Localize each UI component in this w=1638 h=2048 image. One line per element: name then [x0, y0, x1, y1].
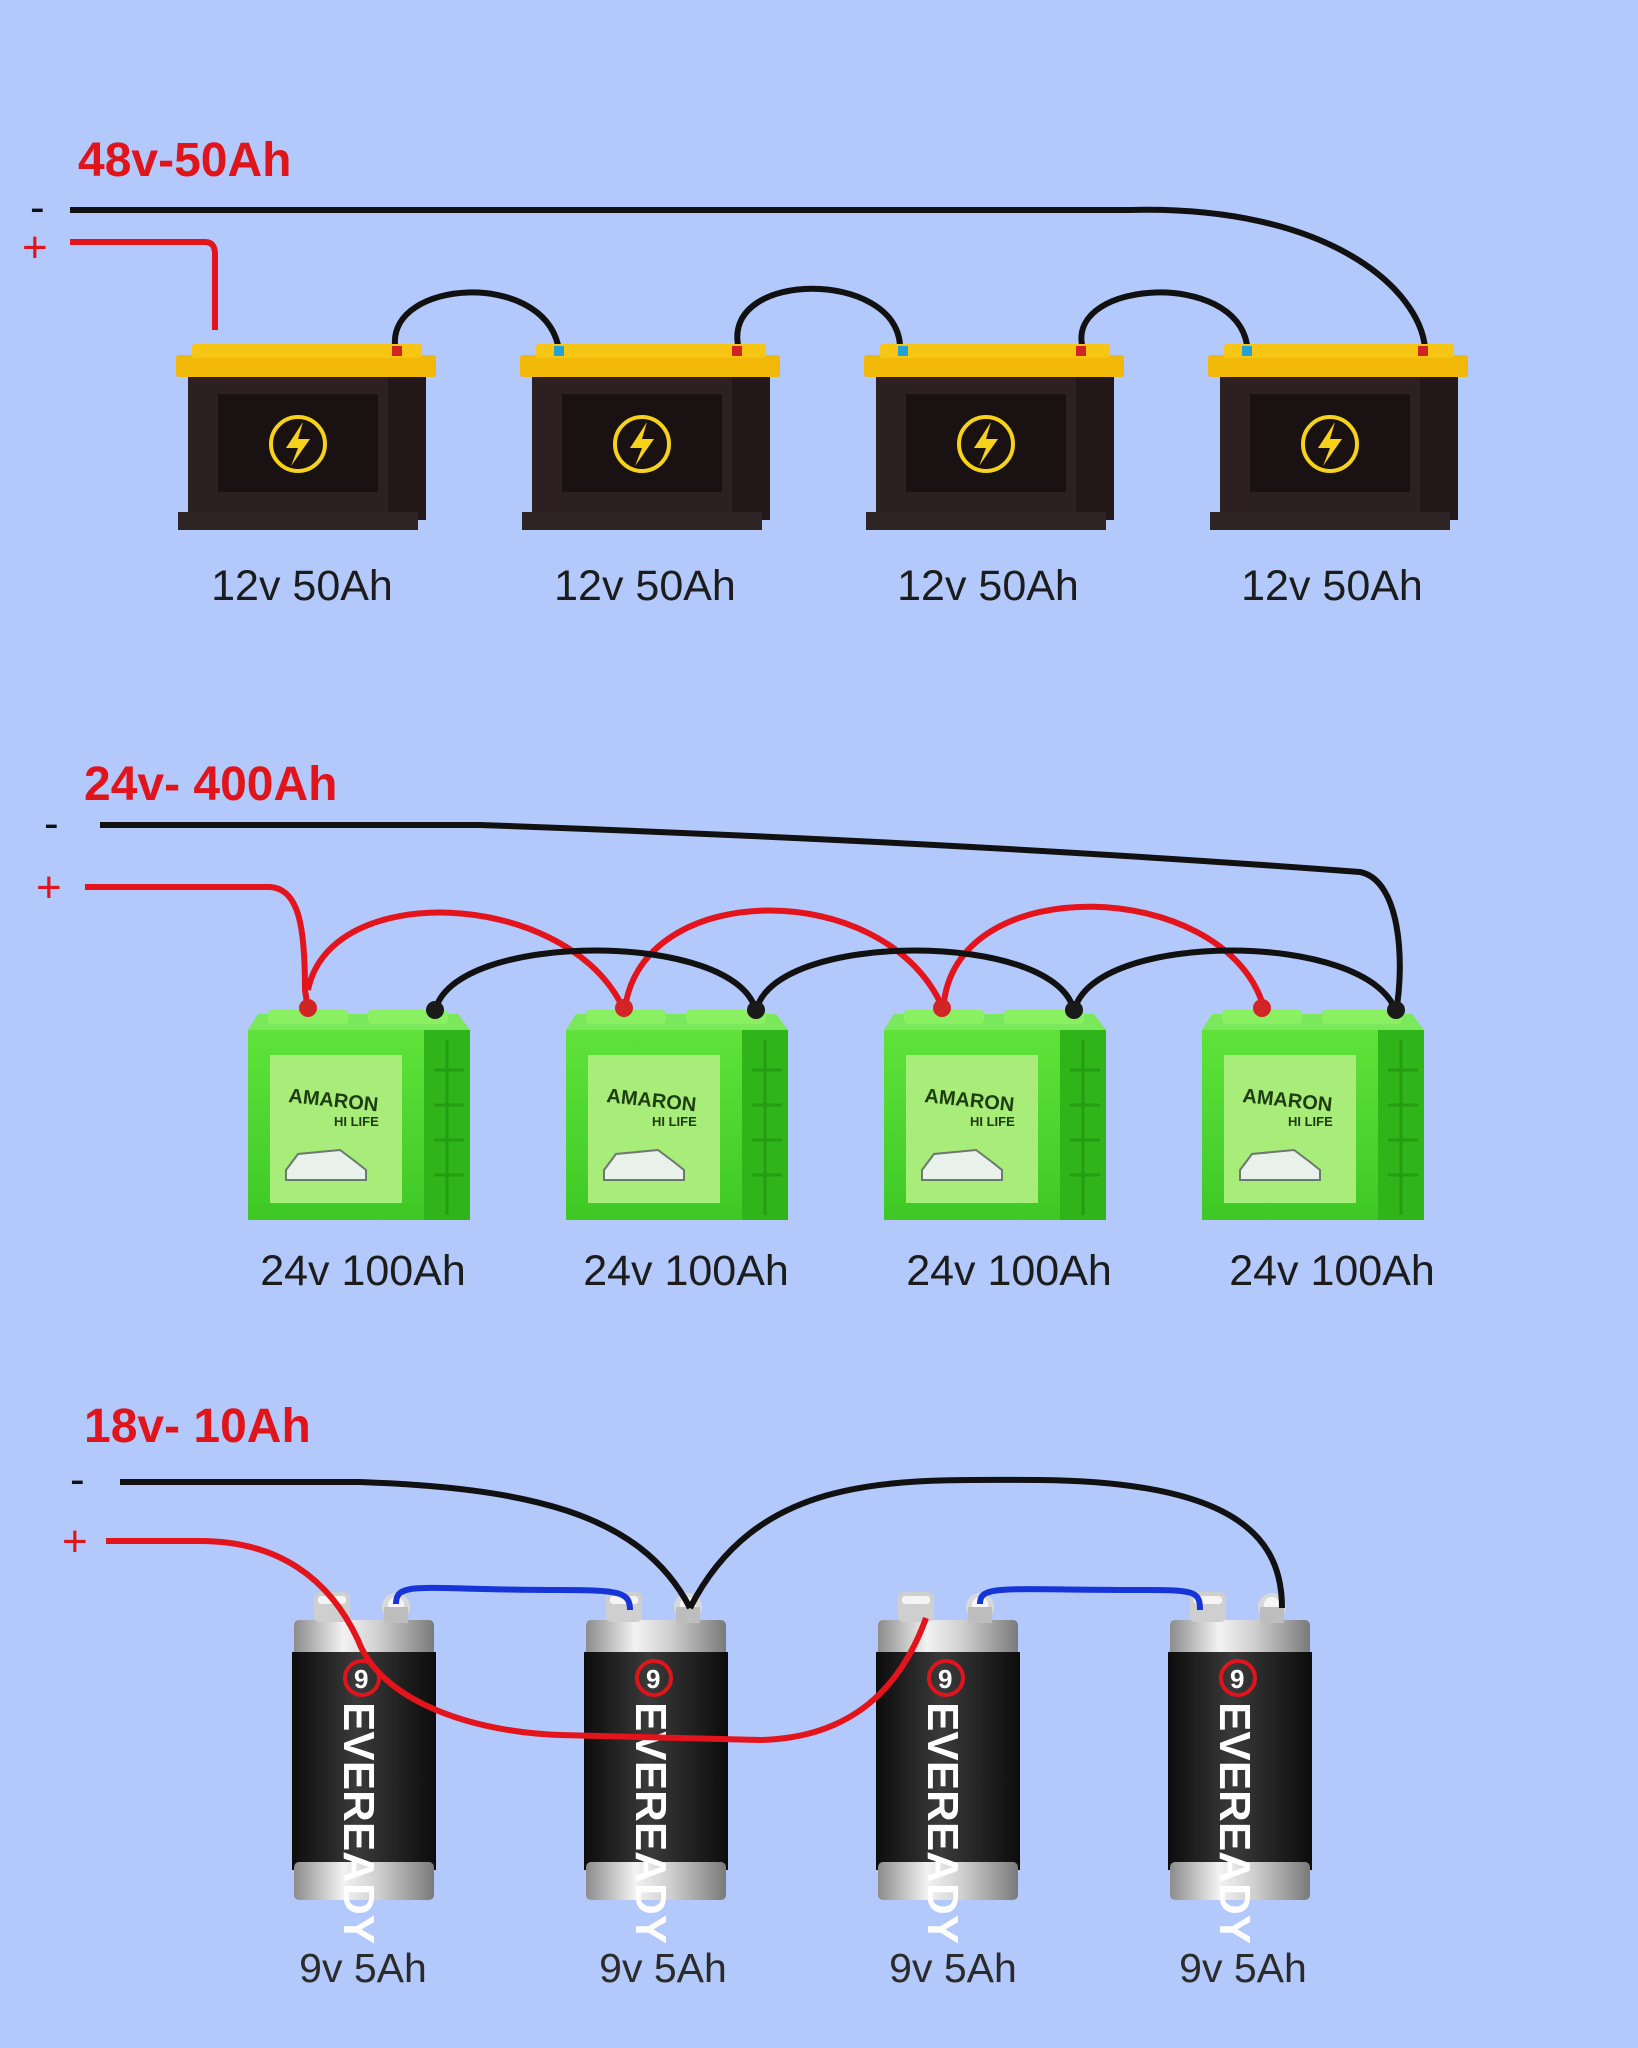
battery-badge: 9 [1230, 1664, 1244, 1694]
negative-terminal [1242, 346, 1252, 356]
brand-label: EVEREADY [918, 1702, 967, 1944]
sub-brand-label: HI LIFE [334, 1114, 379, 1129]
battery-label: 12v 50Ah [554, 562, 736, 610]
positive-terminal [1253, 999, 1271, 1017]
red-swirl-icon [1219, 1659, 1257, 1697]
lead-acid-battery [518, 342, 782, 532]
red-swirl-icon [927, 1659, 965, 1697]
battery-label: 9v 5Ah [889, 1945, 1017, 1991]
car-image [285, 1148, 367, 1181]
battery-label: 9v 5Ah [1179, 1945, 1307, 1991]
battery-label: 9v 5Ah [599, 1945, 727, 1991]
nine-volt-battery: 9 EVEREADY [292, 1592, 436, 1944]
battery-label: 9v 5Ah [299, 1945, 427, 1991]
plus-sign: + [62, 1517, 88, 1566]
section-48v: 48v-50Ah - + 12v 50Ah 12v 50A [22, 134, 1470, 610]
nine-volt-battery: 9 EVEREADY [876, 1592, 1020, 1944]
section-48v-title: 48v-50Ah [78, 134, 291, 187]
nine-volt-battery: 9 EVEREADY [1168, 1592, 1312, 1944]
positive-terminal [1418, 346, 1428, 356]
sub-brand-label: HI LIFE [970, 1114, 1015, 1129]
positive-terminal [732, 346, 742, 356]
plus-sign: + [36, 863, 62, 912]
red-swirl-icon [635, 1659, 673, 1697]
battery-label: 12v 50Ah [897, 562, 1079, 610]
minus-sign: - [70, 1455, 85, 1504]
positive-wire [85, 884, 311, 1011]
section-18v: 18v- 10Ah - + 9 EVEREADY 9 EVEREADY 9 EV… [62, 1400, 1312, 1991]
jumper-wire [1078, 289, 1250, 346]
minus-sign: - [44, 799, 59, 848]
negative-terminal [1065, 1001, 1083, 1019]
positive-terminal [615, 999, 633, 1017]
negative-terminal [554, 346, 564, 356]
blue-link-wire [393, 1584, 633, 1611]
brand-label: EVEREADY [626, 1702, 675, 1944]
car-image [1239, 1148, 1321, 1181]
negative-terminal [426, 1001, 444, 1019]
blue-link-wire [977, 1586, 1203, 1611]
negative-link-wire [687, 1476, 1285, 1610]
amaron-battery: AMARON HI LIFE [246, 1008, 472, 1222]
positive-terminal [933, 999, 951, 1017]
negative-wire [100, 822, 1403, 1013]
amaron-battery: AMARON HI LIFE [564, 1008, 790, 1222]
positive-link-wire [305, 909, 623, 1004]
battery-badge: 9 [354, 1664, 368, 1694]
negative-link-wire [432, 947, 759, 1013]
section-24v-title: 24v- 400Ah [84, 758, 337, 811]
positive-wire [106, 1538, 929, 1744]
brand-label: EVEREADY [1210, 1702, 1259, 1944]
negative-link-wire [1071, 947, 1399, 1014]
lead-acid-battery [174, 342, 438, 532]
negative-wire [70, 206, 1428, 349]
negative-terminal [1387, 1001, 1405, 1019]
section-24v: 24v- 400Ah - + AMARON HI LIFE AMARON HI … [36, 758, 1435, 1295]
battery-label: 12v 50Ah [211, 562, 393, 610]
positive-link-wire [623, 907, 943, 1004]
sub-brand-label: HI LIFE [652, 1114, 697, 1129]
battery-label: 24v 100Ah [1229, 1247, 1435, 1295]
battery-label: 24v 100Ah [583, 1247, 789, 1295]
battery-badge: 9 [938, 1664, 952, 1694]
negative-wire [120, 1479, 693, 1610]
amaron-battery: AMARON HI LIFE [1200, 1008, 1426, 1222]
nine-volt-battery: 9 EVEREADY [584, 1592, 728, 1944]
red-swirl-icon [343, 1659, 381, 1697]
positive-terminal [1076, 346, 1086, 356]
car-image [603, 1148, 685, 1181]
section-18v-title: 18v- 10Ah [84, 1400, 311, 1453]
battery-label: 12v 50Ah [1241, 562, 1423, 610]
negative-terminal [898, 346, 908, 356]
negative-terminal [747, 1001, 765, 1019]
lead-acid-battery [862, 342, 1126, 532]
battery-label: 24v 100Ah [906, 1247, 1112, 1295]
positive-link-wire [941, 903, 1265, 1003]
plus-sign: + [22, 223, 48, 272]
car-image [921, 1148, 1003, 1181]
battery-label: 24v 100Ah [260, 1247, 466, 1295]
minus-sign: - [30, 183, 45, 232]
brand-label: EVEREADY [334, 1702, 383, 1944]
amaron-battery: AMARON HI LIFE [882, 1008, 1108, 1222]
jumper-wire [734, 285, 903, 346]
jumper-wire [391, 289, 561, 346]
positive-terminal [392, 346, 402, 356]
battery-badge: 9 [646, 1664, 660, 1694]
lead-acid-battery [1206, 342, 1470, 532]
sub-brand-label: HI LIFE [1288, 1114, 1333, 1129]
positive-terminal [299, 999, 317, 1017]
positive-wire [70, 239, 218, 330]
negative-link-wire [753, 947, 1077, 1013]
